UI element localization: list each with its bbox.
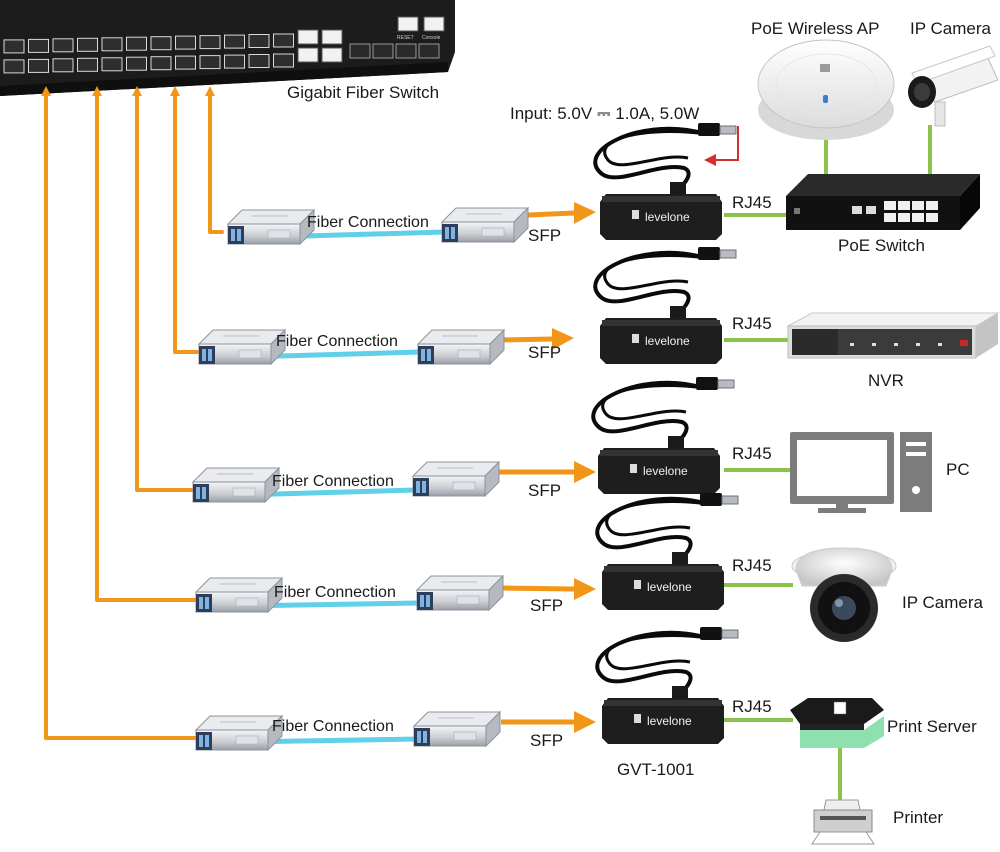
switch-sfp-port xyxy=(224,34,245,49)
fiber-uplink-2 xyxy=(170,86,199,354)
switch-sfp-port xyxy=(3,39,25,54)
switch-sfp-port xyxy=(248,34,270,48)
console-port-label: Console xyxy=(422,35,441,41)
ethernet-links xyxy=(724,125,932,800)
sfp-module-left-4 xyxy=(195,577,283,613)
switch-sfp-port xyxy=(248,54,270,68)
switch-rj45-ports xyxy=(297,16,445,63)
rj45-label-4: RJ45 xyxy=(732,556,772,575)
sfp-module-right-3 xyxy=(412,461,500,497)
sfp-label-4: SFP xyxy=(530,596,564,615)
pc-icon xyxy=(790,432,932,513)
sfp-module-right-5 xyxy=(413,711,501,747)
poe-switch-ports xyxy=(852,201,938,222)
sfp-arrow-1 xyxy=(527,202,596,224)
switch-sfp-port xyxy=(77,57,98,72)
switch-sfp-port xyxy=(52,58,74,73)
rj45-label-3: RJ45 xyxy=(732,444,772,463)
sfp-arrows xyxy=(496,202,596,733)
rj45-label-1: RJ45 xyxy=(732,193,772,212)
fiber-connection-label-3: Fiber Connection xyxy=(272,473,394,490)
nvr-icon xyxy=(787,312,1000,359)
poe-switch-label: PoE Switch xyxy=(838,236,925,255)
sfp-arrow-3 xyxy=(496,461,596,483)
fiber-uplink-1 xyxy=(205,86,224,234)
fiber-switch: RESET Console xyxy=(0,0,455,96)
print-server-icon xyxy=(790,698,884,748)
sfp-label-5: SFP xyxy=(530,731,564,750)
brand-labels: levelone levelone levelone levelone leve… xyxy=(643,210,692,728)
sfp-module-right-2 xyxy=(417,329,505,365)
ip-camera-top-label: IP Camera xyxy=(910,19,991,38)
switch-sfp-port xyxy=(224,54,245,69)
wireless-ap-label: PoE Wireless AP xyxy=(751,19,880,38)
switch-sfp-port xyxy=(199,35,221,50)
dome-camera-icon xyxy=(791,547,897,642)
switch-sfp-port xyxy=(273,53,294,68)
brand-label-1: levelone xyxy=(645,210,690,224)
power-input-label: Input: 5.0V ⎓ 1.0A, 5.0W xyxy=(510,104,700,123)
switch-sfp-port xyxy=(199,55,221,70)
sfp-label-2: SFP xyxy=(528,343,562,362)
nvr-label: NVR xyxy=(868,371,904,390)
fiber-uplink-3 xyxy=(132,86,195,492)
print-server-label: Print Server xyxy=(887,717,977,736)
switch-sfp-port xyxy=(101,57,123,72)
power-input-arrow xyxy=(704,126,739,166)
pc-label: PC xyxy=(946,460,970,479)
sfp-module-right-4 xyxy=(416,575,504,611)
printer-icon xyxy=(811,799,875,845)
brand-label-3: levelone xyxy=(643,464,688,478)
reset-port-label: RESET xyxy=(397,35,414,41)
sfp-module-left-1 xyxy=(227,209,315,245)
switch-sfp-port xyxy=(3,59,25,74)
sfp-module-left-2 xyxy=(198,329,286,365)
brand-label-2: levelone xyxy=(645,334,690,348)
wireless-ap-icon xyxy=(757,39,895,140)
fiber-connection-label-2: Fiber Connection xyxy=(276,333,398,350)
fiber-uplink-5 xyxy=(41,86,198,740)
sfp-arrow-5 xyxy=(501,711,596,733)
switch-sfp-port xyxy=(150,36,172,51)
rj45-label-2: RJ45 xyxy=(732,314,772,333)
brand-label-4: levelone xyxy=(647,580,692,594)
fiber-switch-label: Gigabit Fiber Switch xyxy=(287,83,440,102)
switch-sfp-ports xyxy=(3,33,294,74)
model-label: GVT-1001 xyxy=(617,760,695,779)
switch-uplink-ports xyxy=(349,43,440,59)
switch-sfp-port xyxy=(150,56,172,71)
switch-sfp-port xyxy=(28,58,49,73)
ip-camera-dome-label: IP Camera xyxy=(902,593,983,612)
fiber-connection-label-4: Fiber Connection xyxy=(274,584,396,601)
switch-sfp-port xyxy=(175,55,196,70)
switch-sfp-port xyxy=(52,38,74,53)
switch-sfp-port xyxy=(175,35,196,50)
switch-sfp-port xyxy=(77,37,98,52)
switch-sfp-port xyxy=(28,38,49,53)
brand-label-5: levelone xyxy=(647,714,692,728)
fiber-uplink-4 xyxy=(92,86,198,602)
sfp-module-left-3 xyxy=(192,467,280,503)
printer-label: Printer xyxy=(893,808,944,827)
sfp-module-right-1 xyxy=(441,207,529,243)
bullet-camera-icon xyxy=(908,45,999,127)
fiber-uplinks xyxy=(41,86,224,740)
fiber-connection-label-1: Fiber Connection xyxy=(307,214,429,231)
sfp-arrow-4 xyxy=(500,578,596,600)
sfp-arrow-2 xyxy=(497,328,574,350)
sfp-label-1: SFP xyxy=(528,226,562,245)
sfp-label-3: SFP xyxy=(528,481,562,500)
switch-sfp-port xyxy=(273,33,294,48)
switch-sfp-port xyxy=(126,56,147,71)
sfp-module-left-5 xyxy=(195,715,283,751)
switch-sfp-port xyxy=(101,37,123,52)
fiber-connection-label-5: Fiber Connection xyxy=(272,718,394,735)
rj45-label-5: RJ45 xyxy=(732,697,772,716)
poe-switch-icon xyxy=(786,174,980,230)
switch-sfp-port xyxy=(126,36,147,51)
